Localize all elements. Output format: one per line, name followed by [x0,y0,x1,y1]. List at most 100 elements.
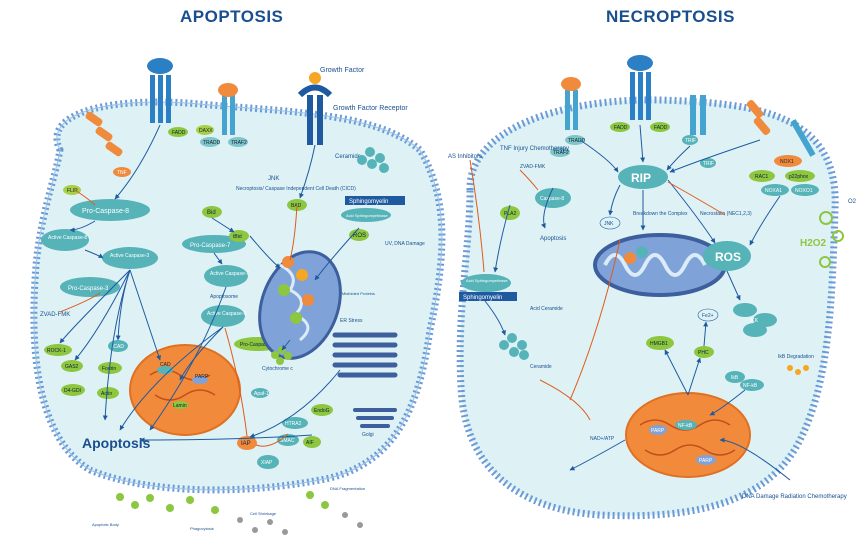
daxx-label: DAXX [199,128,213,134]
apoptosis-arrows [59,124,360,443]
nfkb-label-cyto: NF-kB [743,383,758,389]
tbid-node [229,230,249,242]
rock1-node [44,344,72,356]
nad-atp-label: NAD+/ATP [590,436,615,442]
bottom-label-2: Phagocytosis [190,526,214,531]
er-golgi [332,332,398,428]
ceramide-cluster-right [499,333,529,360]
p22phox-node [785,170,815,182]
nfkb-node-cyto [740,379,764,391]
uv-label: UV, DNA Damage [385,241,425,247]
apoptosis-title: APOPTOSIS [180,7,284,26]
pla2-node [500,206,520,220]
endog-label: EndoG [314,408,330,414]
fas-receptor-right [746,99,771,136]
zvad-label-left: ZVAD-FMK [40,312,70,318]
rock1-label: ROCK-1 [47,348,66,354]
necroptosis-receptors [561,55,816,157]
ikb-degradation-fragments [787,365,809,375]
cytochrome-c-label: Cytochrome c [262,366,293,372]
pro-caspase-3-label: Pro-Caspase-3 [68,286,109,292]
jnk-label-right: JNK [604,221,614,227]
xiap-label: XIAP [261,460,273,466]
ikk-complex [733,303,777,337]
pro-caspase-8-label: Pro-Caspase-8 [82,208,129,215]
gas2-node [61,360,83,372]
apaf1-node [251,388,269,398]
aif-node [303,436,321,448]
apoptotic-bodies [116,491,363,535]
necro-apoptosis-label: Apoptosis [540,236,566,242]
noxa1-node [761,184,789,196]
ros-node-right [703,241,751,271]
fadd-node [168,127,188,137]
necroptosis-cicd-label: Necroptosis/ Caspase Independent Cell De… [236,186,356,192]
tradd-node-r [565,135,585,145]
nox1-node [774,155,802,167]
breakdown-label: Breakdown the Complex [633,211,688,217]
iap-label: IAP [241,441,251,447]
h2o2-bubbles [819,211,844,268]
fodrin-node [98,362,122,374]
fadd-node-r2 [650,122,670,132]
tbid-label: tBid [233,234,242,240]
endog-node [311,404,333,416]
jnk-label-left: JNK [268,176,279,182]
flip-node [63,185,81,195]
cad-label: CAD [160,362,171,368]
apoptosis-outcome-label: Apoptosis [82,435,151,451]
active-caspase-7-label: Active Caspase-7 [210,271,249,277]
tnf-injury-label: TNF Injury Chemotherapy [500,146,569,152]
trail-receptor-right [561,77,581,130]
active-caspase-3-label: Active Caspase-3 [110,253,149,259]
smac-label: SMAC [280,438,295,444]
nox-complex: NOX1 RAC1 p22phox NOXA1 NOXO1 [749,155,819,196]
traf2-label-r: TRAF2 [553,150,569,156]
pro-caspase-7-label: Pro-Caspase-7 [190,243,231,249]
phc-node [694,346,714,358]
b4gdi-label: D4-GDI [64,388,81,394]
growth-factor-label: Growth Factor [320,67,365,74]
fadd-label-r1: FADD [614,125,628,131]
ikb-node [725,371,745,383]
actin-node [97,387,119,399]
trif-label-2: TRIF [703,161,714,167]
rac1-label: RAC1 [755,174,769,180]
htra2-label: HTRA2 [285,421,302,427]
apaf1-label: Apaf-1 [254,391,269,397]
rip-label: RIP [631,171,651,185]
traf2-node-r [550,147,570,157]
necroptosis-arrows [484,124,791,481]
ceramide-label-right: Ceramide [530,364,552,370]
ros-label-right: ROS [715,250,741,264]
flip-label: FLIP [67,188,78,194]
lamin-label: Lamin [173,403,187,409]
acid-sphingomyelinase-label-left: Acid Sphingomyelinase [346,213,388,218]
bottom-label-4: DNA Fragmentation [330,486,365,491]
pro-caspase-9-label: Pro-Caspase-9 [240,342,274,348]
acid-ceramide-label: Acid Ceramide [530,306,563,312]
caspase-8-node-right [535,188,571,208]
trif-label-1: TRIF [685,138,696,144]
ros-node-left [349,229,369,241]
hmgb1-label: HMGB1 [650,341,668,347]
apoptosis-inhibitions [59,189,298,447]
nox1-label: NOX1 [780,159,794,165]
bid-node [202,206,222,218]
bottom-label-1: Apoptotic Body [92,522,119,527]
tradd-label: TRADD [203,140,221,146]
parp-label-nuc1: PARP [651,428,665,434]
htra2-node [282,417,308,429]
apoptosis-adaptors: FADD DAXX TRADD TRAF2 FLIP TNF [63,125,248,195]
active-caspase-9-label: Active Caspase-9 [207,311,246,317]
fe-label: Fe2+ [702,313,714,319]
fas-receptor-left [85,111,123,157]
acid-sphingomyelinase-node-right [461,274,511,292]
mitochondrion-left [258,250,342,360]
misfolded-label: Misfolded Proteins [342,291,375,296]
b4gdi-node [61,384,85,396]
sphingomyelin-bar-left [345,196,405,205]
tnf-node [113,167,131,177]
pro-caspase-8-node [70,199,150,221]
